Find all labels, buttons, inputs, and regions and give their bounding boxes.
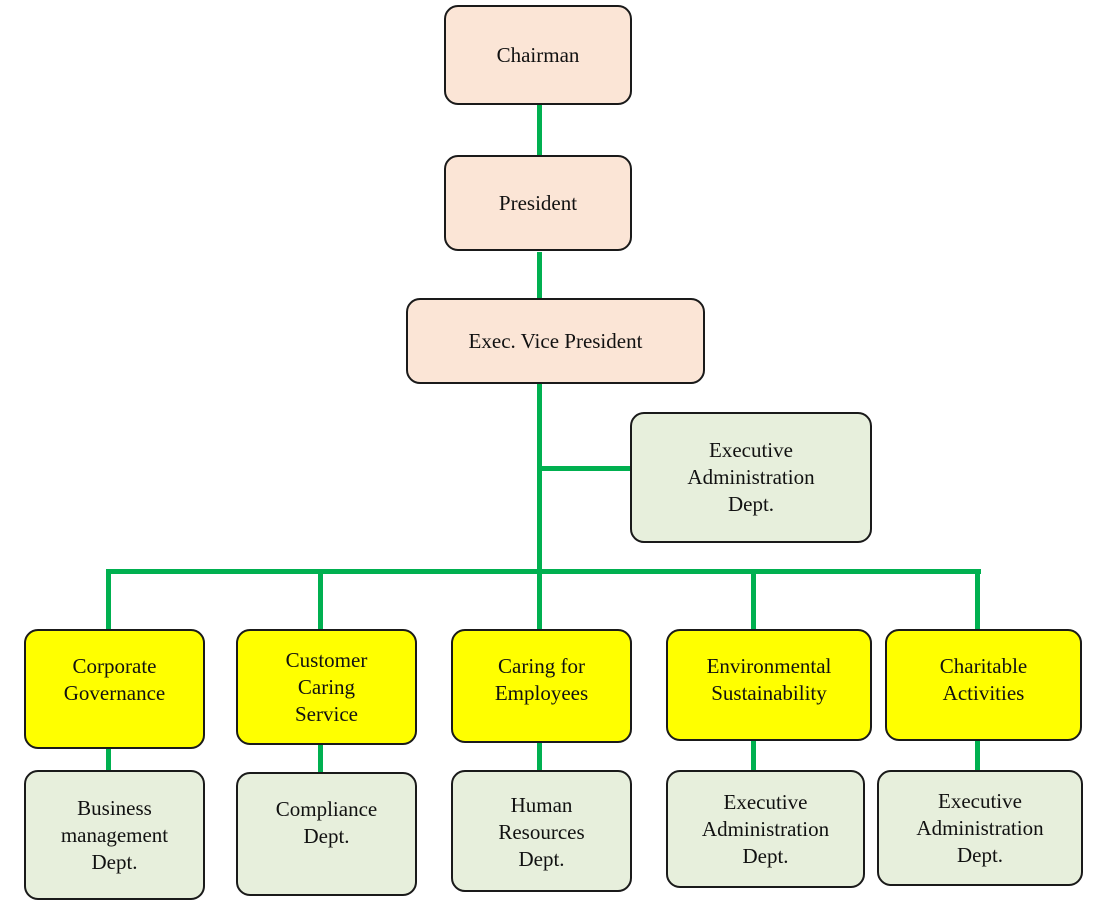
node-compliance-dept-label: Compliance Dept. [275, 797, 378, 848]
node-president: President [444, 155, 632, 251]
node-executive-administration-dept-3-label: Executive Administration Dept. [916, 788, 1044, 867]
node-charitable-activities: Charitable Activities [885, 629, 1082, 741]
node-executive-administration-dept-2: Executive Administration Dept. [666, 770, 865, 888]
connector-sub-3 [537, 742, 542, 772]
node-business-management-dept: Business management Dept. [24, 770, 205, 900]
node-customer-caring-service-label: Customer Caring Service [285, 647, 368, 726]
connector-drop-5 [975, 569, 980, 630]
node-environmental-sustainability-label: Environmental Sustainability [706, 654, 832, 705]
node-caring-for-employees: Caring for Employees [451, 629, 632, 743]
connector-chairman-president [537, 104, 542, 156]
node-exec-vice-president-label: Exec. Vice President [468, 328, 643, 353]
connector-sub-1 [106, 748, 111, 772]
node-charitable-activities-label: Charitable Activities [939, 654, 1028, 705]
connector-drop-4 [751, 569, 756, 630]
connector-drop-2 [318, 569, 323, 630]
node-compliance-dept: Compliance Dept. [236, 772, 417, 896]
node-chairman: Chairman [444, 5, 632, 105]
node-president-label: President [498, 190, 578, 215]
node-exec-vice-president: Exec. Vice President [406, 298, 705, 384]
node-corporate-governance-label: Corporate Governance [63, 654, 166, 705]
node-caring-for-employees-label: Caring for Employees [494, 654, 589, 705]
node-executive-administration-dept-label: Executive Administration Dept. [687, 438, 815, 516]
node-customer-caring-service: Customer Caring Service [236, 629, 417, 745]
connector-president-evp [537, 252, 542, 300]
connector-sub-2 [318, 744, 323, 774]
connector-horizontal-bus [106, 569, 981, 574]
node-chairman-label: Chairman [496, 42, 580, 67]
node-corporate-governance: Corporate Governance [24, 629, 205, 749]
node-executive-administration-dept-2-label: Executive Administration Dept. [701, 789, 830, 868]
connector-evp-trunk [537, 384, 542, 574]
node-environmental-sustainability: Environmental Sustainability [666, 629, 872, 741]
connector-exec-admin-branch [537, 466, 632, 471]
node-executive-administration-dept: Executive Administration Dept. [630, 412, 872, 543]
node-human-resources-dept-label: Human Resources Dept. [498, 793, 585, 871]
node-business-management-dept-label: Business management Dept. [60, 795, 169, 874]
connector-sub-4 [751, 740, 756, 772]
node-executive-administration-dept-3: Executive Administration Dept. [877, 770, 1083, 886]
node-human-resources-dept: Human Resources Dept. [451, 770, 632, 892]
connector-drop-3 [537, 569, 542, 630]
connector-sub-5 [975, 740, 980, 772]
connector-drop-1 [106, 569, 111, 630]
